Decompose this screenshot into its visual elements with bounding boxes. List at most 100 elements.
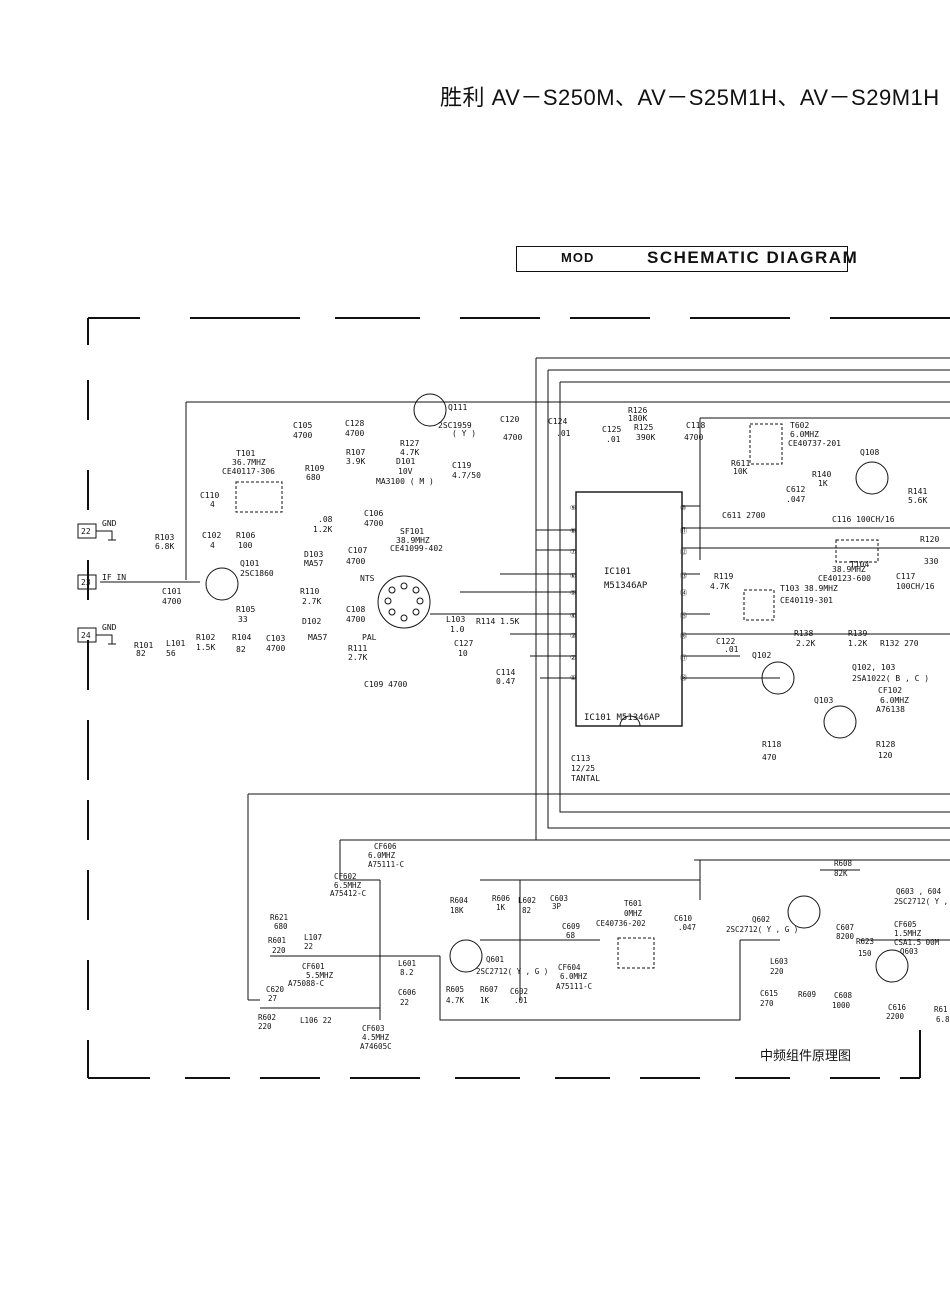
r127-label: R127 [400,439,419,448]
r608-label: R608 [834,859,853,868]
r139-label: R139 [848,629,867,638]
q102-103-part: 2SA1022( B , C ) [852,674,929,683]
c118-value: 4700 [684,433,703,442]
ic101: IC101 M51346AP IC101 M51346AP ⑨ ⑧ ⑦ ⑥ ⑤ … [430,491,950,727]
dashed-frame [87,317,950,1079]
connector-24: 24 GND [77,623,117,645]
r101-value: 82 [136,649,146,658]
r141-label: R141 [908,487,927,496]
connector-23-name: IF IN [102,573,126,582]
c606-value: 22 [400,998,409,1007]
l602-label: L602 [518,896,536,905]
r611-value: 10K [733,467,748,476]
r120-label: R120 [920,535,939,544]
c114-label: C114 [496,668,515,677]
connector-22-name: GND [102,519,117,528]
t103-label: T103 38.9MHZ [780,584,838,593]
c128-value: 4700 [345,429,364,438]
l601-label: L601 [398,959,416,968]
l101-label: L101 [166,639,185,648]
c124-value: .01 [556,429,571,438]
c127-label: C127 [454,639,473,648]
t101-freq: 36.7MHZ [232,458,266,467]
sf101-freq: 38.9MHZ [396,536,430,545]
r126-value: 180K [628,414,647,423]
cf604-label: CF604 [558,963,581,972]
c120-value: 4700 [503,433,522,442]
d102-label: D102 [302,617,321,626]
q101-label: Q101 [240,559,259,568]
r118-value: 470 [762,753,777,762]
ic-pin: ⑧ [570,527,576,535]
r104-value: 82 [236,645,246,654]
r114-label: R114 1.5K [476,617,520,626]
cf603-part: A74605C [360,1042,392,1051]
d103-part: MA57 [304,559,323,568]
c125-label: C125 [602,425,621,434]
l103-value: 1.0 [450,625,465,634]
r606-label: R606 [492,894,511,903]
ic-pin: ⑤ [570,589,576,597]
connector-24-num: 24 [81,631,91,640]
t101-label: T101 [236,449,255,458]
ic101-ref: IC101 [604,567,631,577]
r08-value: 1.2K [313,525,332,534]
component-labels: C105 4700 C128 4700 Q111 2SC1959 ( Y ) C… [134,403,950,1051]
t602-freq: 6.0MHZ [790,430,819,439]
c101-label: C101 [162,587,181,596]
r125-label: R125 [634,423,653,432]
c616-value: 2200 [886,1012,905,1021]
ic-pin: ⑫ [680,548,687,556]
c603-value: 3P [552,902,562,911]
t104-label: T104 [850,560,869,569]
r107-label: R107 [346,448,365,457]
nts-label: NTS [360,574,375,583]
cf601-part: A75088-C [288,979,324,988]
c615-value: 270 [760,999,774,1008]
r602-label: R602 [258,1013,276,1022]
connector-22: 22 GND [77,519,117,541]
c120-label: C120 [500,415,519,424]
r101-label: R101 [134,641,153,650]
c609-value: 68 [566,931,576,940]
c113-type: TANTAL [571,774,600,783]
l603-value: 220 [770,967,784,976]
cf603-label: CF603 [362,1024,385,1033]
c610-value: .047 [678,923,696,932]
c116-label: C116 100CH/16 [832,515,895,524]
ic-pin: ③ [570,632,576,640]
bus-wires [100,357,950,1000]
c122-value: .01 [724,645,739,654]
sf101-label: SF101 [400,527,424,536]
r120-value: 330 [924,557,939,566]
r604-label: R604 [450,896,469,905]
cf601-freq: 5.5MHZ [306,971,334,980]
c107-label: C107 [348,546,367,555]
t602-part: CE40737-201 [788,439,841,448]
r104-label: R104 [232,633,251,642]
c103-label: C103 [266,634,285,643]
r08-label: .08 [318,515,333,524]
ic-pin: ② [570,654,576,662]
c620-value: 27 [268,994,277,1003]
c106-value: 4700 [364,519,383,528]
d101-label: D101 [396,457,415,466]
d101-part: MA3100 ( M ) [376,477,434,486]
l601-value: 8.2 [400,968,414,977]
r61x-label: R61 [934,1005,948,1014]
r141-value: 5.6K [908,496,927,505]
c127-value: 10 [458,649,468,658]
ic-pin: ⑬ [680,572,687,580]
q603-604-label: Q603 , 604 [896,887,942,896]
cf606-part: A75111-C [368,860,404,869]
r111-label: R111 [348,644,367,653]
cf602-freq: 6.5MHZ [334,881,362,890]
r604-value: 18K [450,906,464,915]
r61x-value: 6.8 [936,1015,950,1024]
c118-label: C118 [686,421,705,430]
c102-value: 4 [210,541,215,550]
r132-label: R132 270 [880,639,919,648]
r111-value: 2.7K [348,653,367,662]
c103-value: 4700 [266,644,285,653]
